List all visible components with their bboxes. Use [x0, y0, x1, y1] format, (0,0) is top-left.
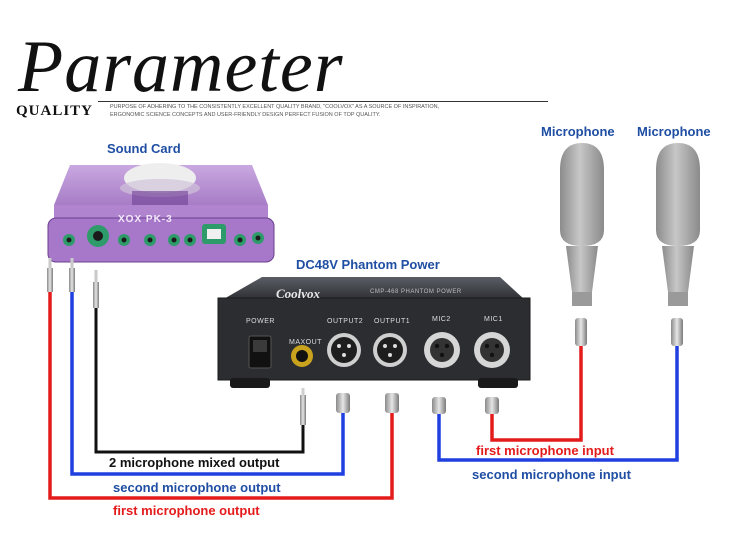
- microphone-1: [560, 143, 604, 346]
- first-output-label: first microphone output: [113, 503, 260, 518]
- phantom-brand: Coolvox: [276, 286, 321, 301]
- title-divider: [98, 101, 548, 102]
- brand-description-line-2: ERGONOMIC SCIENCE CONCEPTS AND USER-FRIE…: [110, 111, 381, 118]
- mic1-label: MIC1: [484, 316, 503, 323]
- phantom-power-box: [217, 277, 531, 388]
- first-input-cable: [490, 345, 583, 442]
- quality-heading: QUALITY: [16, 103, 94, 119]
- sound-card-label: Sound Card: [107, 141, 181, 156]
- power-label: POWER: [246, 318, 275, 325]
- page-title: Parameter: [18, 26, 344, 108]
- mic2-label: MIC2: [432, 316, 451, 323]
- mixed-output-cable: [94, 308, 305, 454]
- output1-label: OUTPUT1: [374, 318, 411, 325]
- first-input-label: first microphone input: [476, 443, 614, 458]
- microphone-1-label: Microphone: [541, 124, 615, 139]
- phantom-model: CMP-468 PHANTOM POWER: [370, 289, 462, 295]
- second-output-cable: [70, 292, 345, 476]
- phantom-box-plugs: [300, 388, 499, 425]
- second-input-label: second microphone input: [472, 467, 631, 482]
- brand-description: PURPOSE OF ADHERING TO THE CONSISTENTLY …: [110, 104, 439, 119]
- sound-card-device: [47, 163, 275, 263]
- sound-card-model: XOX PK-3: [118, 214, 173, 225]
- first-output-cable: [48, 292, 394, 500]
- phantom-power-label: DC48V Phantom Power: [296, 257, 440, 272]
- microphone-2: [656, 143, 700, 346]
- sound-card-plugs: [47, 258, 99, 308]
- microphone-2-label: Microphone: [637, 124, 711, 139]
- output2-label: OUTPUT2: [327, 318, 364, 325]
- second-output-label: second microphone output: [113, 480, 281, 495]
- mixed-output-label: 2 microphone mixed output: [109, 455, 280, 470]
- maxout-label: MAXOUT: [289, 339, 322, 346]
- second-input-cable: [437, 345, 679, 462]
- brand-description-line-1: PURPOSE OF ADHERING TO THE CONSISTENTLY …: [110, 104, 440, 110]
